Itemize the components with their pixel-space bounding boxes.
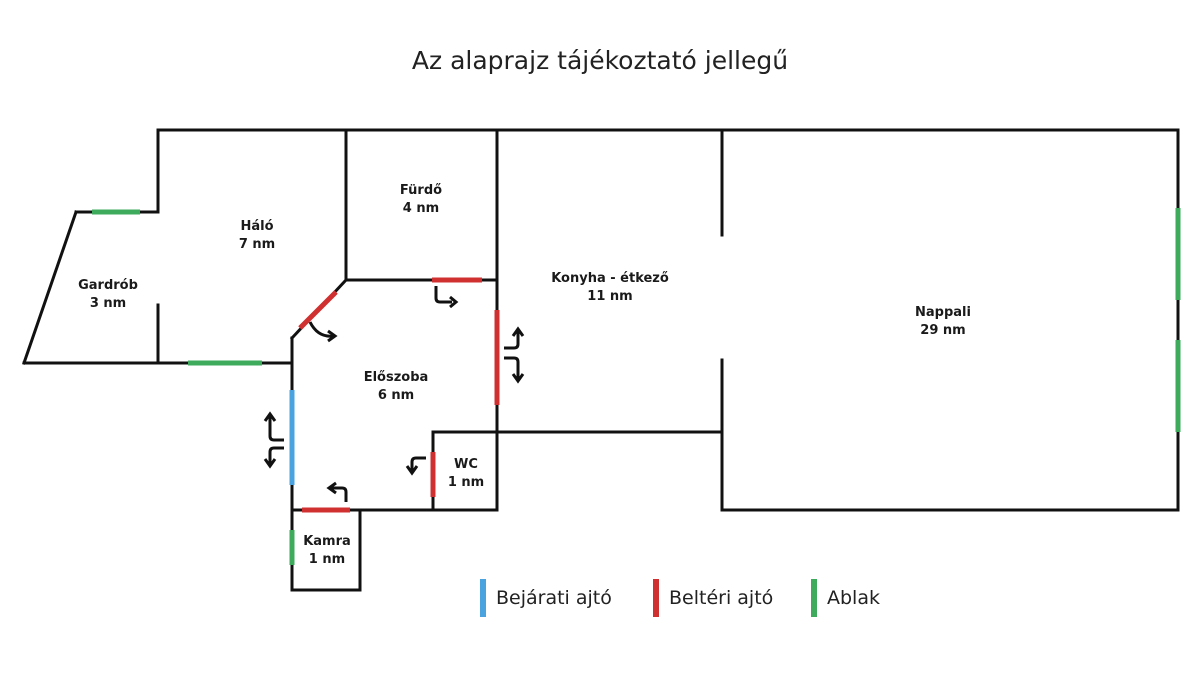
room-halo: Háló 7 nm bbox=[239, 218, 275, 254]
window-swatch bbox=[811, 579, 817, 617]
room-name: Fürdő bbox=[399, 183, 443, 198]
room-area: 11 nm bbox=[587, 289, 633, 304]
arrow-icon bbox=[326, 481, 337, 495]
arrow-icon bbox=[405, 465, 419, 476]
room-area: 6 nm bbox=[377, 388, 415, 403]
legend-window: Ablak bbox=[811, 578, 880, 618]
room-name: Konyha - étkező bbox=[551, 271, 669, 286]
room-name: Gardrób bbox=[78, 278, 138, 293]
windows bbox=[92, 208, 1181, 565]
room-nappali: Nappali 29 nm bbox=[915, 304, 971, 340]
arrow-icon bbox=[511, 326, 525, 337]
arrow-icon bbox=[268, 446, 284, 465]
arrow-icon bbox=[263, 411, 277, 422]
arrow-icon bbox=[308, 321, 335, 338]
room-area: 29 nm bbox=[920, 323, 966, 338]
room-name: WC bbox=[454, 457, 478, 472]
room-konyha: Konyha - étkező 11 nm bbox=[551, 270, 669, 306]
arrow-icon bbox=[268, 415, 284, 442]
walls bbox=[22, 128, 1180, 592]
legend-entrance: Bejárati ajtó bbox=[480, 578, 612, 618]
room-name: Kamra bbox=[303, 534, 351, 549]
door-halo bbox=[298, 290, 338, 330]
entrance-swatch bbox=[480, 579, 486, 617]
room-wc: WC 1 nm bbox=[448, 456, 484, 492]
room-eloszoba: Előszoba 6 nm bbox=[364, 369, 429, 405]
room-area: 1 nm bbox=[308, 552, 346, 567]
legend-label: Ablak bbox=[827, 587, 880, 609]
room-name: Háló bbox=[240, 219, 274, 234]
plan-title: Az alaprajz tájékoztató jellegű bbox=[411, 46, 789, 75]
room-kamra: Kamra 1 nm bbox=[303, 533, 351, 569]
legend-label: Bejárati ajtó bbox=[496, 587, 612, 609]
room-area: 3 nm bbox=[89, 296, 127, 311]
arrow-icon bbox=[504, 356, 520, 380]
arrow-icon bbox=[263, 458, 277, 469]
legend-interior: Beltéri ajtó bbox=[653, 578, 773, 618]
room-name: Előszoba bbox=[363, 370, 429, 385]
arrow-icon bbox=[330, 486, 348, 502]
arrow-icon bbox=[504, 330, 520, 350]
interior-swatch bbox=[653, 579, 659, 617]
arrow-icon bbox=[511, 373, 525, 384]
room-area: 4 nm bbox=[402, 201, 440, 216]
arrow-icon bbox=[449, 295, 459, 309]
arrow-icon bbox=[410, 456, 426, 472]
room-area: 7 nm bbox=[238, 237, 276, 252]
arrow-icon bbox=[327, 329, 338, 343]
arrow-icon bbox=[434, 286, 452, 304]
legend-label: Beltéri ajtó bbox=[669, 587, 774, 609]
room-furdo: Fürdő 4 nm bbox=[400, 182, 442, 218]
room-area: 1 nm bbox=[447, 475, 485, 490]
interior-doors bbox=[298, 277, 500, 513]
room-name: Nappali bbox=[915, 305, 971, 320]
door-swing-arrows bbox=[263, 286, 525, 502]
room-gardrob: Gardrób 3 nm bbox=[78, 277, 138, 313]
